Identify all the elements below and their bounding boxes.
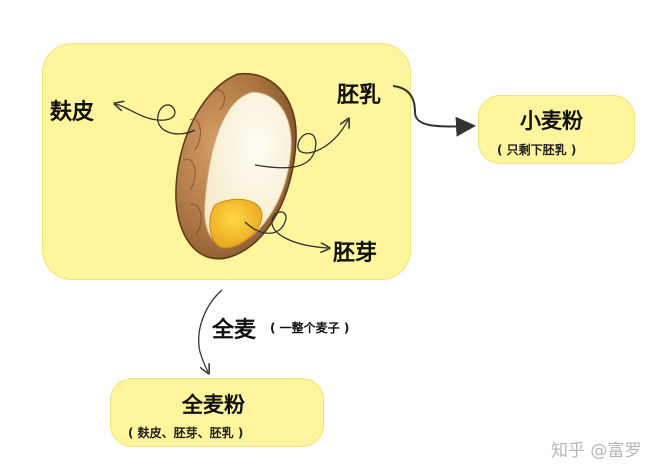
endosperm-label: 胚乳 bbox=[337, 83, 382, 108]
germ-layer bbox=[209, 198, 263, 249]
bran-arrow bbox=[116, 104, 196, 135]
wheat-flour-note: ( 只剩下胚乳 ) bbox=[497, 143, 577, 157]
arrows bbox=[116, 85, 476, 372]
wheat-grain-illustration bbox=[175, 72, 297, 260]
wheat-flour-box bbox=[478, 95, 635, 164]
whole-wheat-flour-note: ( 麸皮、胚芽、胚乳 ) bbox=[128, 426, 244, 440]
watermark: 知乎 @富罗 bbox=[551, 441, 642, 461]
whole-wheat-note: ( 一整个麦子 ) bbox=[270, 321, 350, 335]
whole-wheat-flour-title: 全麦粉 bbox=[182, 393, 245, 417]
whole-wheat-label: 全麦 bbox=[212, 318, 257, 343]
wheat-flour-title: 小麦粉 bbox=[520, 109, 583, 133]
to-whole-flour-arrow bbox=[198, 289, 223, 372]
germ-arrow bbox=[244, 211, 328, 248]
germ-label: 胚芽 bbox=[333, 241, 378, 266]
whole-wheat-flour-box bbox=[110, 378, 324, 447]
bran-label: 麸皮 bbox=[50, 100, 95, 125]
to-flour-arrow bbox=[392, 85, 476, 137]
endosperm-arrow bbox=[254, 120, 348, 169]
